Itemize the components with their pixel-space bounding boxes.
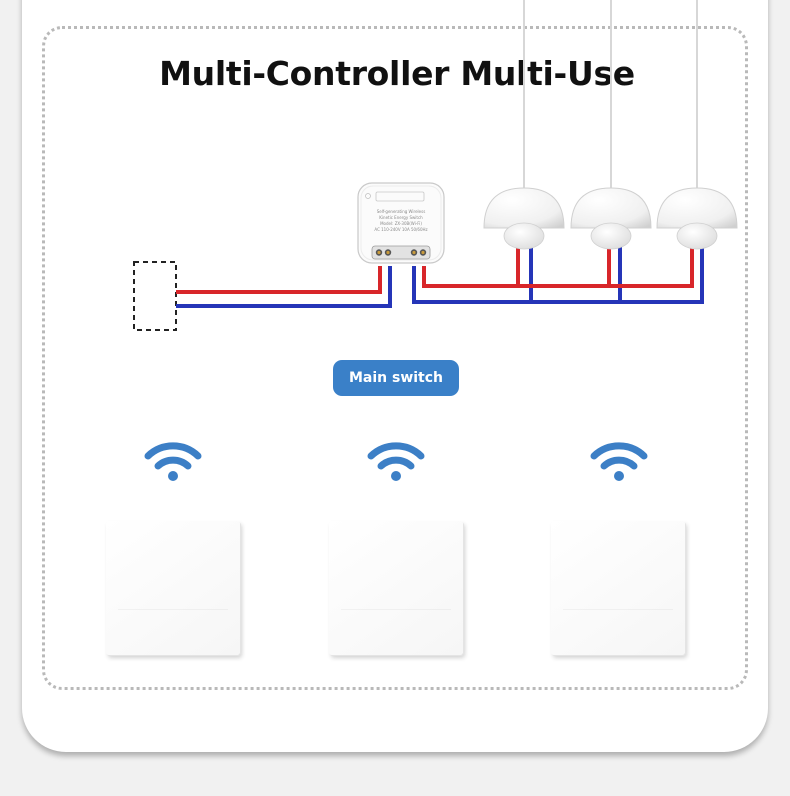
wireless-switch-panel[interactable] (106, 521, 240, 655)
wireless-switch-panel[interactable] (551, 521, 685, 655)
pendant-cords (523, 0, 698, 192)
device-label-line-3: Model: ZX-30B(Wi-Fi) (380, 221, 422, 226)
pendant-lamp-2 (570, 187, 652, 250)
wifi-icon (590, 442, 648, 481)
wifi-icon (144, 442, 202, 481)
output-wires (412, 246, 704, 304)
main-switch-button[interactable]: Main switch (333, 360, 459, 396)
dotted-frame (42, 26, 748, 690)
device-label-line-1: Self-generating Wireless (377, 209, 426, 214)
wifi-icon (367, 442, 425, 481)
wireless-switch-panel[interactable] (329, 521, 463, 655)
page-title: Multi-Controller Multi-Use (159, 54, 635, 93)
pendant-lamp-1 (483, 187, 565, 250)
wifi-controller-device: Self-generating Wireless Kinetic Energy … (357, 182, 445, 264)
pendant-lamp-3 (656, 187, 738, 250)
device-label-line-4: AC 110-240V 10A 50/60Hz (374, 227, 427, 232)
input-wires (176, 266, 392, 308)
power-source-box (133, 261, 177, 331)
device-label-line-2: Kinetic Energy Switch (379, 215, 423, 220)
